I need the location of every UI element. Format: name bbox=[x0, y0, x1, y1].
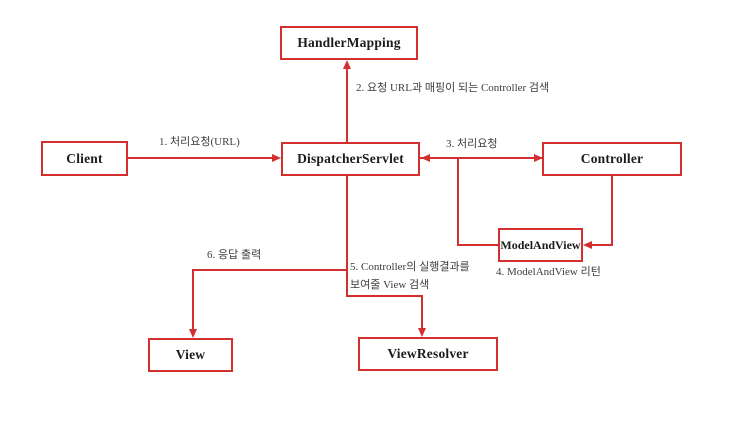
edge5-line-horizontal bbox=[346, 295, 423, 297]
node-handler-mapping-label: HandlerMapping bbox=[297, 35, 401, 50]
node-controller: Controller bbox=[542, 142, 682, 176]
node-view-resolver: ViewResolver bbox=[358, 337, 498, 371]
node-handler-mapping: HandlerMapping bbox=[280, 26, 418, 60]
edge4a-line-vertical bbox=[611, 176, 613, 246]
edge2-label: 2. 요청 URL과 매핑이 되는 Controller 검색 bbox=[356, 82, 550, 94]
edge3-line bbox=[420, 157, 542, 159]
edge6-arrowhead bbox=[189, 329, 197, 338]
edge2-line bbox=[346, 68, 348, 142]
edge6-label: 6. 응답 출력 bbox=[207, 249, 262, 261]
edge5-label: 5. Controller의 실행결과를 보여줄 View 검색 bbox=[350, 258, 470, 294]
edge1-label: 1. 처리요청(URL) bbox=[159, 136, 240, 148]
node-model-and-view-label: ModelAndView bbox=[500, 237, 581, 252]
edge2-arrowhead bbox=[343, 60, 351, 69]
edge3-arrowhead bbox=[534, 154, 543, 162]
node-dispatcher-servlet: DispatcherServlet bbox=[281, 142, 420, 176]
node-view-resolver-label: ViewResolver bbox=[387, 346, 469, 361]
edge3-label: 3. 처리요청 bbox=[446, 138, 498, 150]
node-view: View bbox=[148, 338, 233, 372]
node-client-label: Client bbox=[66, 150, 103, 166]
node-model-and-view: ModelAndView bbox=[498, 228, 583, 262]
edge5-line-vertical1 bbox=[346, 176, 348, 297]
node-controller-label: Controller bbox=[580, 151, 644, 166]
node-client: Client bbox=[41, 141, 128, 176]
edge4b-label: 4. ModelAndView 리턴 bbox=[496, 266, 601, 278]
edge4b-arrowhead bbox=[421, 154, 430, 162]
edge1-line bbox=[128, 157, 274, 159]
edge4a-line-horizontal bbox=[590, 244, 613, 246]
edge5-label-line1: 5. Controller의 실행결과를 bbox=[350, 261, 470, 273]
edge6-line-vertical bbox=[192, 269, 194, 330]
edge5-arrowhead bbox=[418, 328, 426, 337]
edge6-line-horizontal bbox=[193, 269, 347, 271]
node-view-label: View bbox=[175, 347, 206, 362]
edge4a-arrowhead bbox=[583, 241, 592, 249]
node-dispatcher-servlet-label: DispatcherServlet bbox=[297, 151, 404, 166]
edge4b-line-vertical bbox=[457, 158, 459, 246]
edge5-label-line2: 보여줄 View 검색 bbox=[350, 279, 430, 291]
edge5-line-vertical2 bbox=[421, 295, 423, 330]
edge4b-line-horizontal bbox=[458, 244, 498, 246]
edge1-arrowhead bbox=[272, 154, 281, 162]
